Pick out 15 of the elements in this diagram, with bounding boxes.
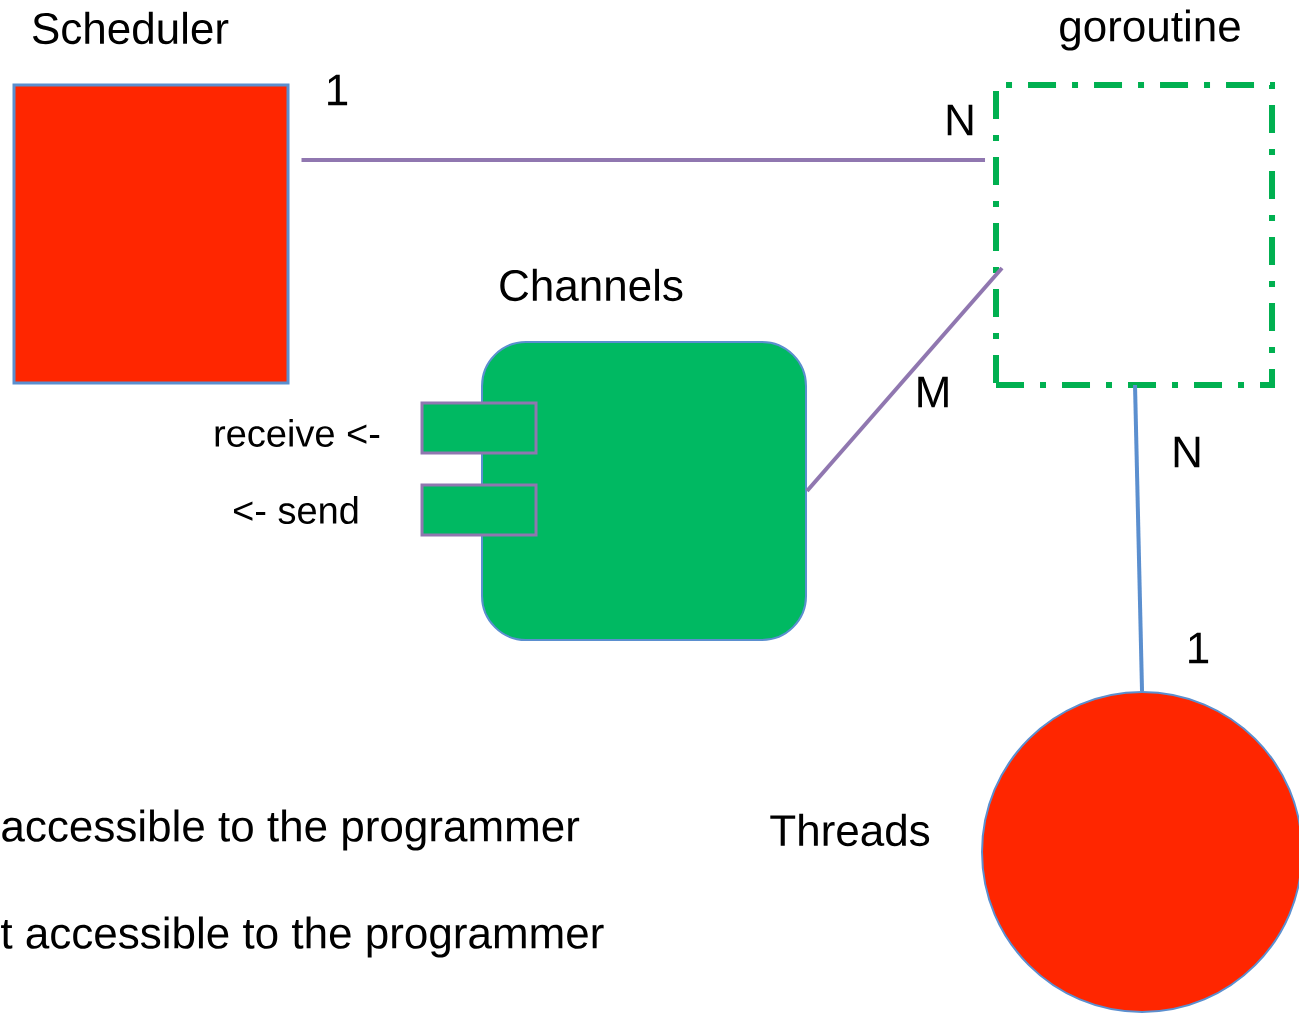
multiplicity-label: 1 — [328, 74, 348, 106]
note-text: accessible to the programmer — [2, 809, 580, 851]
side-label: Threads — [770, 813, 930, 847]
side-label: receive <- — [215, 419, 380, 447]
connector-line — [805, 266, 1004, 493]
heading: Channels — [500, 268, 683, 302]
note-text: t accessible to the programmer — [1, 916, 604, 958]
heading: Scheduler — [32, 11, 229, 45]
heading: goroutine — [1060, 9, 1240, 51]
multiplicity-label: N — [1174, 436, 1200, 468]
connector-line — [301, 158, 985, 162]
multiplicity-label: N — [947, 104, 973, 136]
side-label: <- send — [234, 496, 358, 524]
multiplicity-label: M — [918, 376, 948, 408]
connector-line — [1133, 384, 1144, 692]
